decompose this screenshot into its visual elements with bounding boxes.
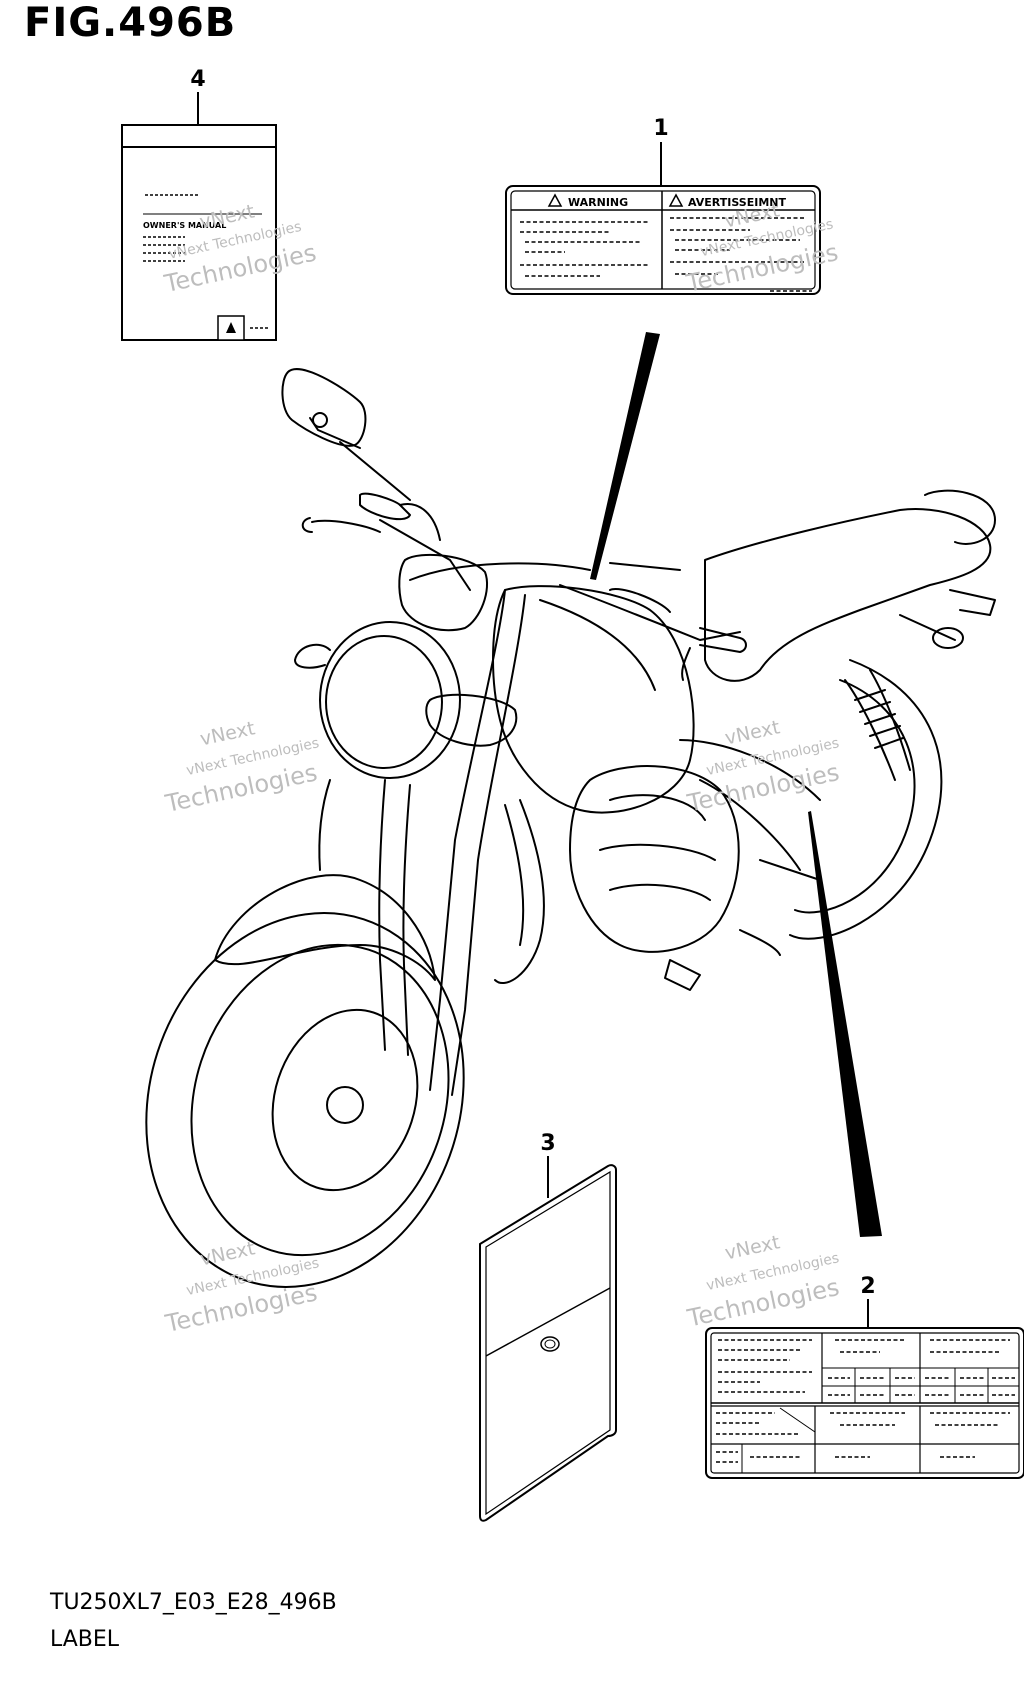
svg-text:vNext: vNext	[723, 1231, 782, 1264]
figure-title: FIG.496B	[24, 0, 237, 46]
watermark-group: vNext vNext Technologies Technologies vN…	[161, 199, 842, 1338]
watermark-6: vNext vNext Technologies Technologies	[684, 1231, 842, 1332]
leader-wedge-2	[808, 811, 882, 1237]
callout-1[interactable]: 1	[653, 116, 669, 186]
part-1-warning-label[interactable]: WARNING AVERTISSEIMNT	[505, 185, 821, 295]
avertissement-heading: AVERTISSEIMNT	[688, 196, 786, 209]
callout-number-3: 3	[540, 1131, 555, 1156]
watermark-5: vNext vNext Technologies Technologies	[162, 1237, 320, 1338]
leader-wedge-1	[590, 332, 660, 580]
motorcycle-illustration	[145, 368, 996, 1288]
callout-2[interactable]: 2	[860, 1274, 876, 1328]
part-4-owners-manual[interactable]: OWNER'S MANUAL	[121, 124, 277, 341]
svg-text:vNext: vNext	[198, 717, 257, 750]
callout-number-4: 4	[190, 67, 205, 92]
warning-heading: WARNING	[568, 196, 628, 209]
watermark-4: vNext vNext Technologies Technologies	[684, 716, 842, 817]
callout-4[interactable]: 4	[190, 67, 206, 125]
svg-text:vNext: vNext	[198, 1237, 257, 1270]
owners-manual-text: OWNER'S MANUAL	[143, 221, 226, 230]
callout-number-2: 2	[860, 1274, 875, 1299]
part-3-label[interactable]	[479, 1164, 617, 1522]
callout-number-1: 1	[653, 116, 668, 141]
part-2-info-label[interactable]	[705, 1327, 1024, 1479]
figure-code: TU250XL7_E03_E28_496B	[50, 1590, 337, 1615]
svg-text:vNext: vNext	[723, 716, 782, 749]
watermark-3: vNext vNext Technologies Technologies	[162, 717, 320, 818]
callout-3[interactable]: 3	[540, 1131, 556, 1198]
figure-section: LABEL	[50, 1627, 120, 1652]
